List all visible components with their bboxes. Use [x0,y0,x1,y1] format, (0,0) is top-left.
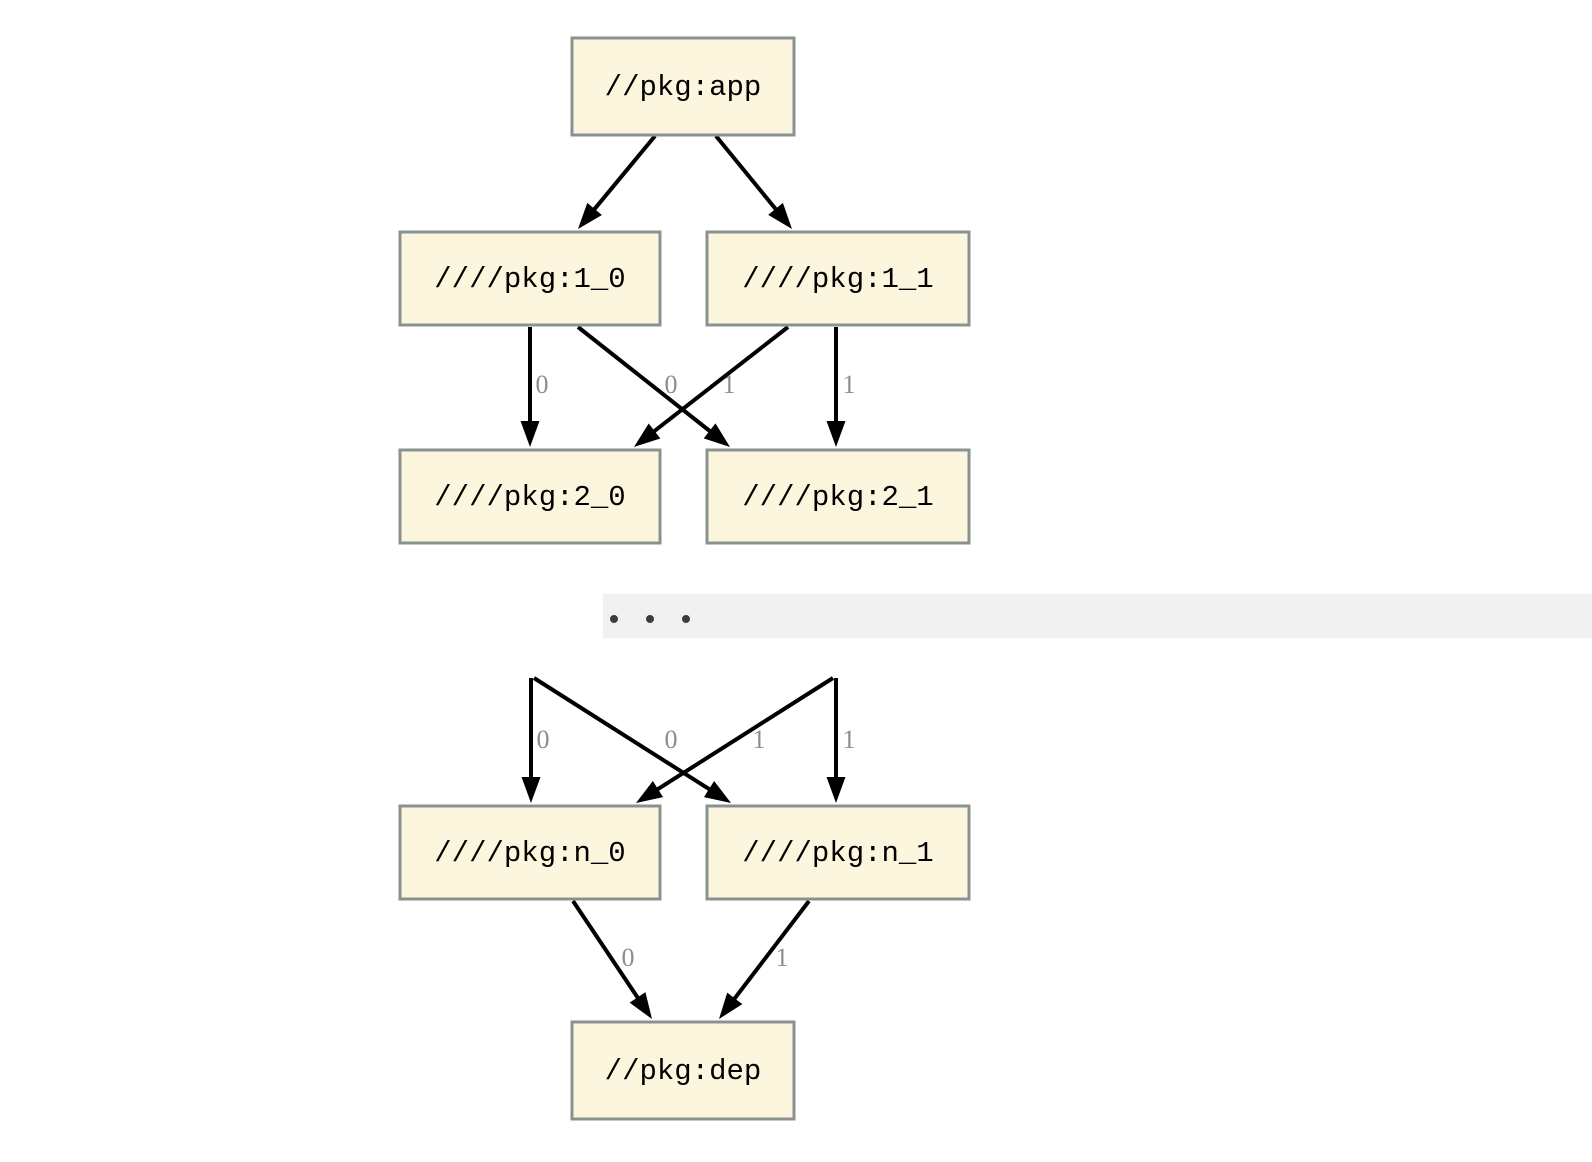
edge-label: 0 [665,725,678,754]
edge-line [650,325,790,436]
graph-edge: 1 [636,676,835,803]
arrowhead-icon [520,421,540,447]
arrowhead-icon [768,202,792,229]
node-box[interactable] [570,36,796,137]
edge-label: 0 [537,725,550,754]
graph-node-l2_0[interactable]: ////pkg:2_0 [398,448,662,545]
node-label: ////pkg:1_0 [434,263,625,296]
graph-node-ln_0[interactable]: ////pkg:n_0 [398,804,662,901]
arrowhead-icon [636,781,664,803]
arrowhead-icon [826,421,846,447]
node-label: ////pkg:n_0 [434,837,625,870]
ellipsis-dot [646,615,654,623]
edge-line [590,134,657,214]
node-box[interactable] [398,448,662,545]
edge-line [730,899,811,1003]
ellipsis-dots [610,615,690,623]
arrowhead-icon [703,423,730,447]
graph-edge: 1 [719,899,811,1019]
graph-edge: 0 [571,899,652,1019]
graph-node-l1_1[interactable]: ////pkg:1_1 [705,230,971,327]
edge-label: 0 [665,370,678,399]
node-label: ////pkg:n_1 [742,837,933,870]
arrowhead-icon [578,202,602,229]
graph-edge: 0 [521,678,550,803]
ellipsis-band [603,594,1592,638]
node-box[interactable] [398,804,662,901]
edge-line [653,676,835,793]
node-box[interactable] [398,230,662,327]
ellipsis-separator [603,594,1592,638]
node-box[interactable] [705,448,971,545]
graph-edge: 1 [826,327,856,447]
node-label: //pkg:dep [605,1055,762,1088]
graph-edge: 0 [576,325,730,447]
edge-label: 1 [723,370,736,399]
node-box[interactable] [705,804,971,901]
edge-label: 1 [843,725,856,754]
graph-edge [578,134,657,229]
edge-label: 0 [536,370,549,399]
edge-label: 1 [843,370,856,399]
graph-edge: 1 [826,678,856,803]
graph-edge [714,134,792,229]
edge-line [532,676,714,793]
arrowhead-icon [629,992,652,1019]
graph-node-l2_1[interactable]: ////pkg:2_1 [705,448,971,545]
edge-line [571,899,642,1002]
arrowhead-icon [634,423,661,447]
ellipsis-dot [682,615,690,623]
node-label: ////pkg:1_1 [742,263,933,296]
graph-node-app[interactable]: //pkg:app [570,36,796,137]
arrowhead-icon [826,777,846,803]
graph-edge: 0 [520,327,549,447]
edge-label: 1 [776,943,789,972]
node-label: ////pkg:2_0 [434,481,625,514]
edge-line [576,325,714,435]
nodes-layer: //pkg:app ////pkg:1_0 ////pkg:1_1 ////pkg:2… [398,36,971,1121]
graph-node-ln_1[interactable]: ////pkg:n_1 [705,804,971,901]
arrowhead-icon [703,781,731,803]
node-label: //pkg:app [605,71,762,104]
graph-edge: 0 [532,676,731,803]
node-box[interactable] [705,230,971,327]
edges-layer: 0 0 1 1 0 0 1 1 0 1 [520,134,856,1019]
edge-line [714,134,780,214]
arrowhead-icon [521,777,541,803]
edge-label: 0 [622,943,635,972]
graph-edge: 1 [634,325,790,447]
edge-label: 1 [753,725,766,754]
node-box[interactable] [570,1020,796,1121]
arrowhead-icon [719,992,743,1019]
graph-node-l1_0[interactable]: ////pkg:1_0 [398,230,662,327]
graph-node-dep[interactable]: //pkg:dep [570,1020,796,1121]
node-label: ////pkg:2_1 [742,481,933,514]
ellipsis-dot [610,615,618,623]
